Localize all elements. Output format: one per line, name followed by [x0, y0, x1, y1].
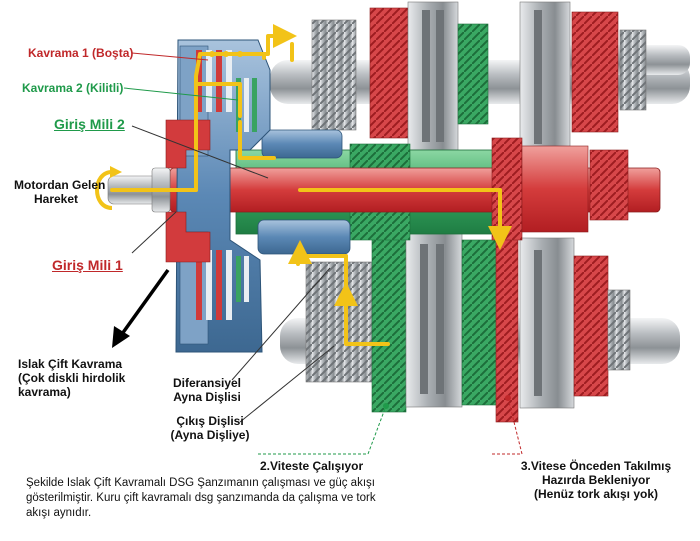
- power-flow-arrow-dots: [209, 51, 243, 57]
- output-gear-line-1: Çıkış Dişlisi: [176, 414, 244, 428]
- engine-motion-line-2: Hareket: [33, 192, 79, 206]
- power-flow-path: [110, 24, 512, 346]
- wet-clutch-label: Islak Çift Kavrama (Çok diskli hirdolik …: [18, 357, 125, 399]
- input-shaft-1-label: Giriş Mili 1: [52, 257, 123, 273]
- output-gear-line-2: (Ayna Dişliye): [170, 428, 250, 442]
- wet-clutch-pointer-arrow: [112, 268, 170, 348]
- synchronizer-hub: [257, 129, 351, 255]
- differential-gear-label: Diferansiyel Ayna Dişlisi: [162, 376, 252, 404]
- figure-caption: Şekilde Islak Çift Kavramalı DSG Şanzıma…: [26, 477, 376, 519]
- clutch-red-hub: [165, 119, 211, 263]
- differential-gear-line-2: Ayna Dişlisi: [173, 390, 241, 404]
- differential-gear-line-1: Diferansiyel: [172, 376, 242, 390]
- input-shaft-2-label: Giriş Mili 2: [54, 116, 125, 132]
- gear-2-working-label: 2.Viteste Çalışıyor: [260, 459, 364, 473]
- output-gear-label: Çıkış Dişlisi (Ayna Dişliye): [164, 414, 256, 442]
- gear-3-waiting-label: 3.Vitese Önceden Takılmış Hazırda Beklen…: [496, 459, 696, 501]
- gear-3-waiting-line-1: 3.Vitese Önceden Takılmış: [520, 459, 672, 473]
- rotation-arrow-icon: [95, 166, 122, 210]
- clutch-1-label: Kavrama 1 (Boşta): [28, 46, 134, 60]
- engine-motion-line-1: Motordan Gelen: [14, 178, 106, 192]
- wet-clutch-line-1: Islak Çift Kavrama: [18, 357, 123, 371]
- gear-3-waiting-line-3: (Henüz tork akışı yok): [533, 487, 659, 501]
- lower-gear-set: [305, 221, 631, 423]
- gear-3-waiting-line-2: Hazırda Bekleniyor: [541, 473, 651, 487]
- wet-clutch-line-2: (Çok diskli hirdolik: [18, 371, 126, 385]
- clutch-2-label: Kavrama 2 (Kilitli): [22, 81, 124, 95]
- wet-clutch-line-3: kavrama): [18, 385, 71, 399]
- engine-motion-label: Motordan Gelen Hareket: [14, 178, 106, 206]
- clutch-1-disc-pack: [196, 50, 232, 320]
- leader-lines: [123, 52, 523, 455]
- upper-gear-set: [311, 1, 647, 153]
